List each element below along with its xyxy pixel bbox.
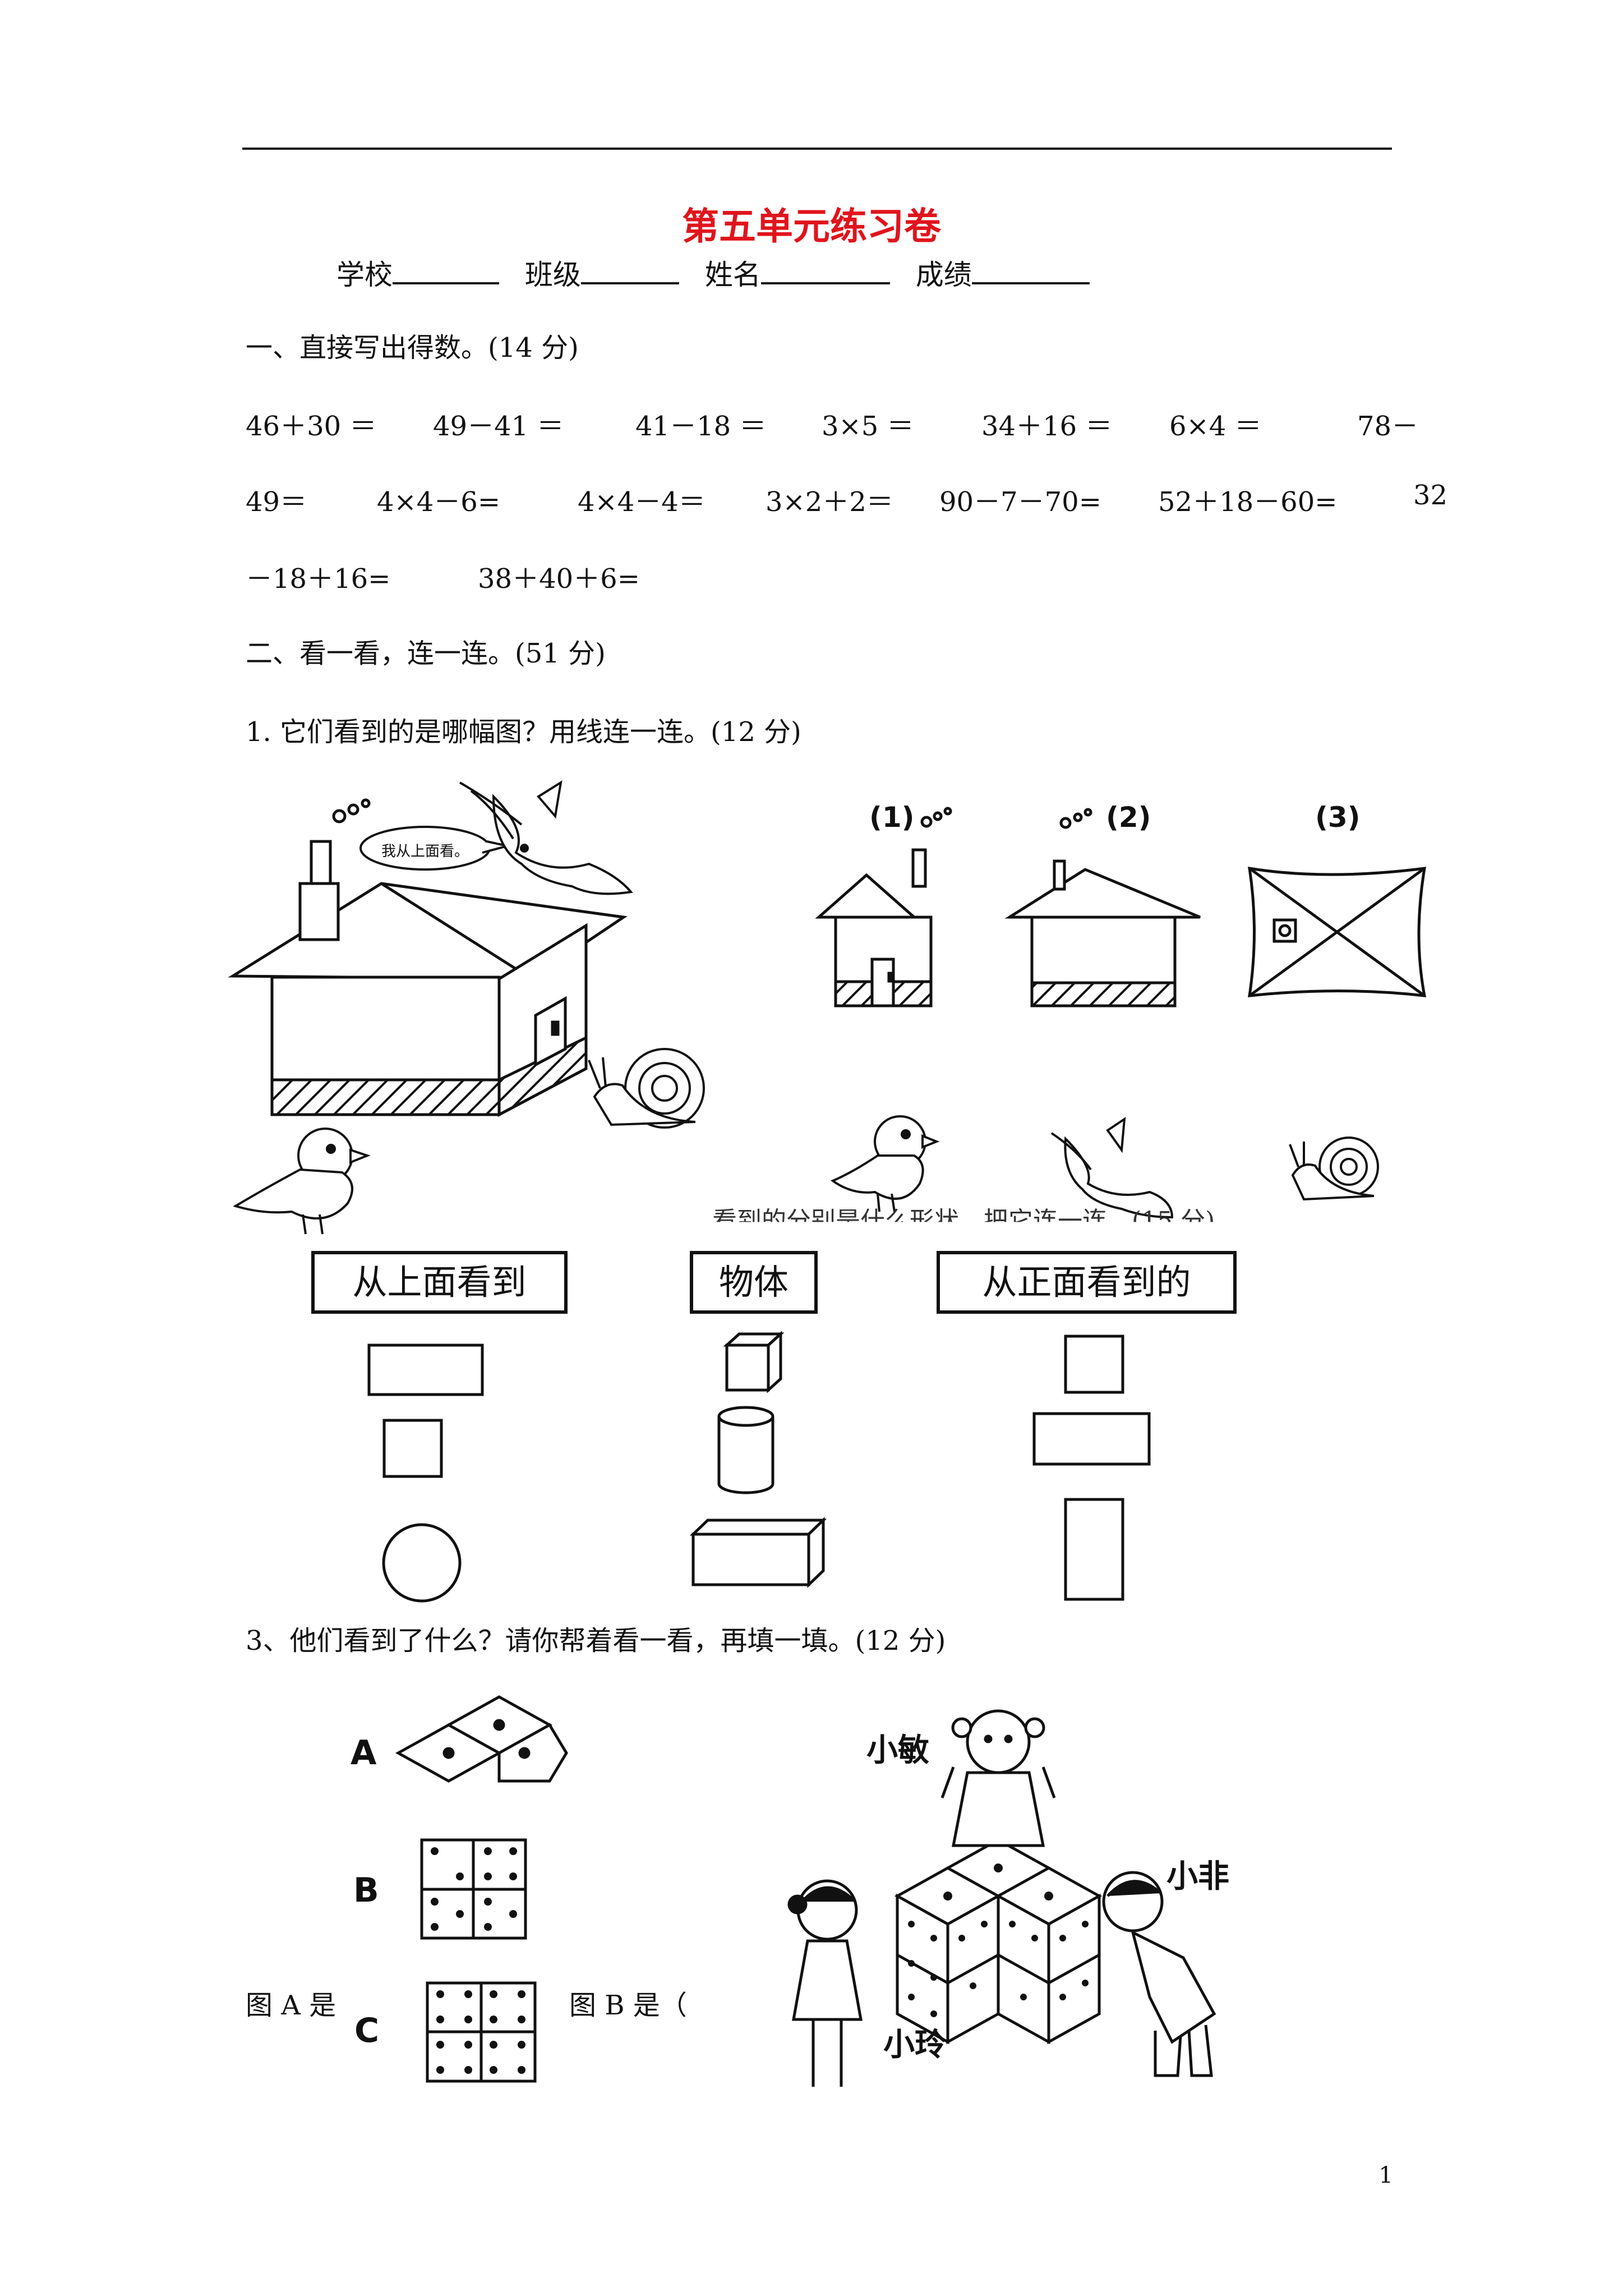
- equation: 34＋16 ＝: [981, 411, 1113, 442]
- q3-text: 3、他们看到了什么？请你帮着看一看，再填一填。(12 分): [246, 1625, 946, 1657]
- q3-option-c-label: C: [354, 2011, 380, 2050]
- section1-heading: 一、直接写出得数。(14 分): [246, 332, 579, 364]
- q3-fill-b: 图 B 是（: [569, 1990, 687, 2021]
- flying-bird-icon: [1050, 1117, 1174, 1219]
- small-bird-icon: [830, 1115, 940, 1212]
- option-1-house: [815, 807, 952, 1007]
- child-xiaoling: [787, 1879, 863, 2087]
- equation: 90－7－70=: [939, 486, 1101, 518]
- equation: 49＝: [246, 486, 307, 518]
- equation: 49－41 ＝: [433, 411, 564, 442]
- option-3-top-view: [1248, 866, 1427, 997]
- name-xiaomin: 小敏: [866, 1732, 929, 1769]
- name-xiaoling: 小玲: [883, 2027, 946, 2063]
- q3-fill-a: 图 A 是: [246, 1990, 336, 2021]
- equation: 52＋18－60=: [1158, 486, 1338, 518]
- q3-option-b-label: B: [353, 1871, 379, 1910]
- big-house: [228, 798, 628, 1117]
- equation: 3×5 ＝: [822, 411, 914, 442]
- equation: 78－: [1357, 411, 1419, 442]
- page-number: 1: [1378, 2162, 1393, 2188]
- q2-object-shapes: [689, 1331, 827, 1588]
- option-2-label: (2): [1106, 801, 1151, 834]
- class-label: 班级: [524, 259, 581, 291]
- q2-header-front-view: 从正面看到的: [937, 1251, 1237, 1314]
- q2-front-view-shapes: [1032, 1335, 1151, 1601]
- student-info-fields: 学校 班级 姓名 成绩: [336, 252, 1106, 293]
- q2-header-top-view: 从上面看到: [311, 1251, 568, 1314]
- equation: 32: [1413, 480, 1448, 511]
- equation: 46＋30 ＝: [246, 411, 377, 442]
- equation: 4×4－6=: [377, 486, 501, 518]
- option-1-label: (1): [869, 801, 915, 834]
- snail-icon: [1289, 1137, 1379, 1201]
- header-rule: [242, 148, 1392, 150]
- equation: －18＋16=: [246, 563, 391, 595]
- equation: 3×2＋2＝: [766, 486, 893, 518]
- speech-bubble-text: 我从上面看。: [381, 843, 469, 860]
- q3-option-a-label: A: [351, 1733, 377, 1773]
- name-xiaofei: 小非: [1166, 1858, 1229, 1895]
- q3-option-c-shape: [426, 1981, 537, 2083]
- q3-option-b-shape: [420, 1838, 527, 1940]
- q2-header-object: 物体: [690, 1251, 818, 1314]
- equation: 41－18 ＝: [635, 411, 767, 442]
- school-label: 学校: [336, 259, 393, 291]
- name-blank[interactable]: [760, 256, 890, 284]
- flying-bird-icon: [459, 780, 633, 895]
- score-label: 成绩: [915, 259, 972, 291]
- section2-heading: 二、看一看，连一连。(51 分): [246, 638, 606, 669]
- option-2-house: [1004, 808, 1201, 1007]
- snail-icon: [588, 1048, 705, 1129]
- score-blank[interactable]: [971, 256, 1090, 284]
- q1-text: 1. 它们看到的是哪幅图？用线连一连。(12 分): [246, 716, 801, 748]
- equation: 6×4 ＝: [1169, 411, 1262, 442]
- q3-option-a-shape: [395, 1695, 568, 1783]
- q2-top-view-shapes: [367, 1343, 484, 1603]
- option-3-label: (3): [1315, 801, 1361, 834]
- equation: 38＋40＋6=: [478, 563, 640, 595]
- school-blank[interactable]: [393, 256, 499, 284]
- equation: 4×4－4＝: [578, 486, 706, 518]
- name-label: 姓名: [704, 259, 761, 291]
- class-blank[interactable]: [580, 256, 679, 284]
- page-title: 第五单元练习卷: [682, 204, 941, 248]
- dice-blocks: [894, 1838, 1103, 2045]
- child-xiaomin: [940, 1709, 1056, 1847]
- child-xiaofei: [1102, 1871, 1216, 2077]
- q2-partial-text: 看到的分别是什么形状，把它连一连。(15 分): [712, 1207, 1215, 1235]
- small-bird-icon: [233, 1128, 371, 1235]
